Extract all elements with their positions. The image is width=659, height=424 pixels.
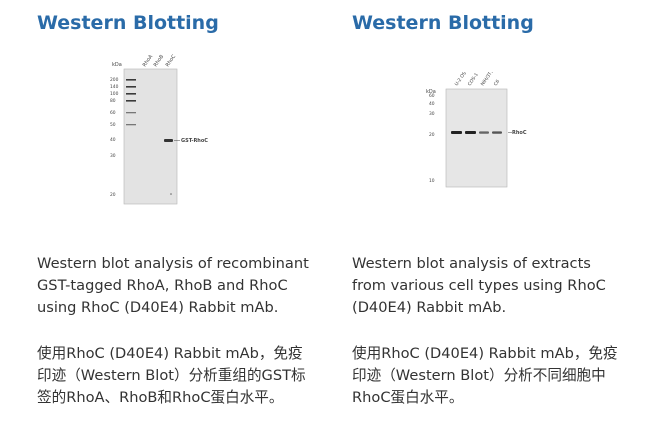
gst-rhoc-band-label: GST-RhoC <box>181 138 208 144</box>
mw-marker: 40 <box>110 137 116 143</box>
left-blot-membrane <box>123 68 178 205</box>
rhoc-bands <box>451 131 502 134</box>
right-kda-label: kDa <box>426 89 436 95</box>
right-blot-membrane <box>445 88 508 188</box>
mw-marker: 20 <box>110 192 116 198</box>
mw-marker: 60 <box>110 110 116 116</box>
lane-label-c6: C6 <box>493 79 501 88</box>
lane-label-u2os: U-2 OS <box>454 72 468 87</box>
left-caption-chinese: 使用RhoC (D40E4) Rabbit mAb，免疫 印迹（Western … <box>37 345 306 406</box>
mw-marker: 40 <box>429 101 435 107</box>
mw-marker: 200 <box>110 77 119 83</box>
mw-marker: 10 <box>429 178 435 184</box>
mw-marker: 30 <box>110 153 116 159</box>
left-caption-english: Western blot analysis of recombinant GST… <box>37 255 309 316</box>
mw-marker: 80 <box>110 98 116 104</box>
right-caption-english: Western blot analysis of extracts from v… <box>352 255 606 316</box>
lane-label-rhoc: RhoC <box>165 53 178 68</box>
mw-marker: 60 <box>429 93 435 99</box>
lane-label-rhob: RhoB <box>153 53 166 68</box>
mw-marker: 20 <box>429 132 435 138</box>
ladder-bands <box>126 79 136 126</box>
right-caption-chinese: 使用RhoC (D40E4) Rabbit mAb，免疫 印迹（Western … <box>352 345 618 406</box>
rhoc-band-label: RhoC <box>512 130 527 136</box>
left-kda-label: kDa <box>112 62 122 68</box>
mw-marker: 140 <box>110 84 119 90</box>
left-western-blot-figure: kDa RhoA RhoB RhoC 200 140 100 80 60 50 … <box>108 52 218 208</box>
gst-rhoc-band <box>164 139 173 142</box>
right-western-blot-figure: kDa U-2 OS COS-1 NIH/3T3 C6 60 40 30 20 … <box>424 72 544 190</box>
right-section-title: Western Blotting <box>352 12 534 34</box>
mw-marker: 50 <box>110 122 116 128</box>
lane-label-cos1: COS-1 <box>467 72 480 87</box>
left-section-title: Western Blotting <box>37 12 219 34</box>
lane-label-rhoa: RhoA <box>142 53 155 68</box>
mw-marker: 100 <box>110 91 119 97</box>
mw-marker: 30 <box>429 111 435 117</box>
